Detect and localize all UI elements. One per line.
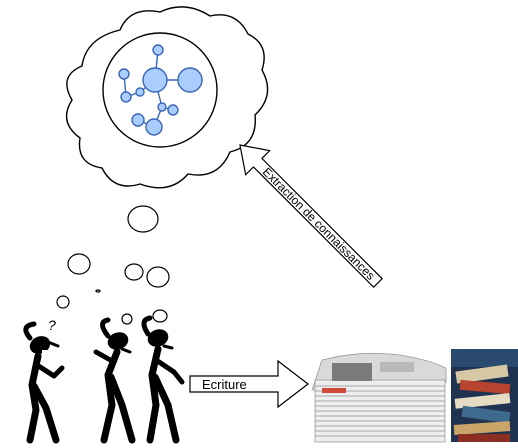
thinking-person-icon — [23, 315, 185, 444]
extraction-label: Extraction de connaissances — [260, 165, 378, 283]
extraction-arrow: Extraction de connaissances — [239, 144, 383, 288]
newspaper-stack-icon — [311, 352, 447, 443]
thought-bubbles — [56, 205, 170, 325]
knowledge-graph-icon — [118, 44, 203, 136]
question-mark: ? — [48, 317, 56, 333]
writing-label: Ecriture — [202, 377, 247, 392]
thinking-person-3 — [141, 315, 185, 444]
thought-cloud-icon — [65, 6, 269, 189]
book-pile-icon — [451, 349, 518, 442]
thinking-person-2 — [93, 317, 136, 444]
thinking-person-1 — [23, 321, 65, 444]
writing-arrow: Ecriture — [189, 359, 309, 409]
